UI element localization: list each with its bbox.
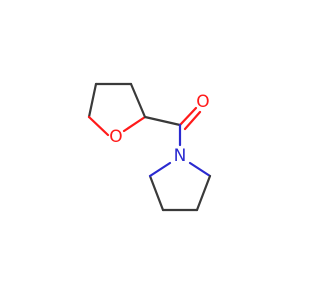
bond-thf-o-c2 <box>122 115 147 133</box>
nitrogen-label: N <box>174 146 187 166</box>
molecule-structure-diagram: O O N <box>87 82 212 212</box>
bond-pyr-n-c2 <box>188 161 212 178</box>
bond-thf-c5-o <box>87 115 110 137</box>
bond-ring-to-carbonyl <box>143 115 182 127</box>
carbonyl-oxygen-label: O <box>196 92 209 112</box>
ring-oxygen-label: O <box>109 127 122 147</box>
bond-pyr-c4-c5 <box>148 174 165 212</box>
bond-pyr-c5-n <box>148 161 172 178</box>
bond-thf-c2-c3 <box>129 82 147 119</box>
bond-pyr-c2-c3 <box>195 174 212 212</box>
bond-thf-c4-c5 <box>87 82 98 119</box>
bond-carbonyl-double-b <box>183 110 202 131</box>
bond-carbonyl-double-a <box>178 106 198 127</box>
